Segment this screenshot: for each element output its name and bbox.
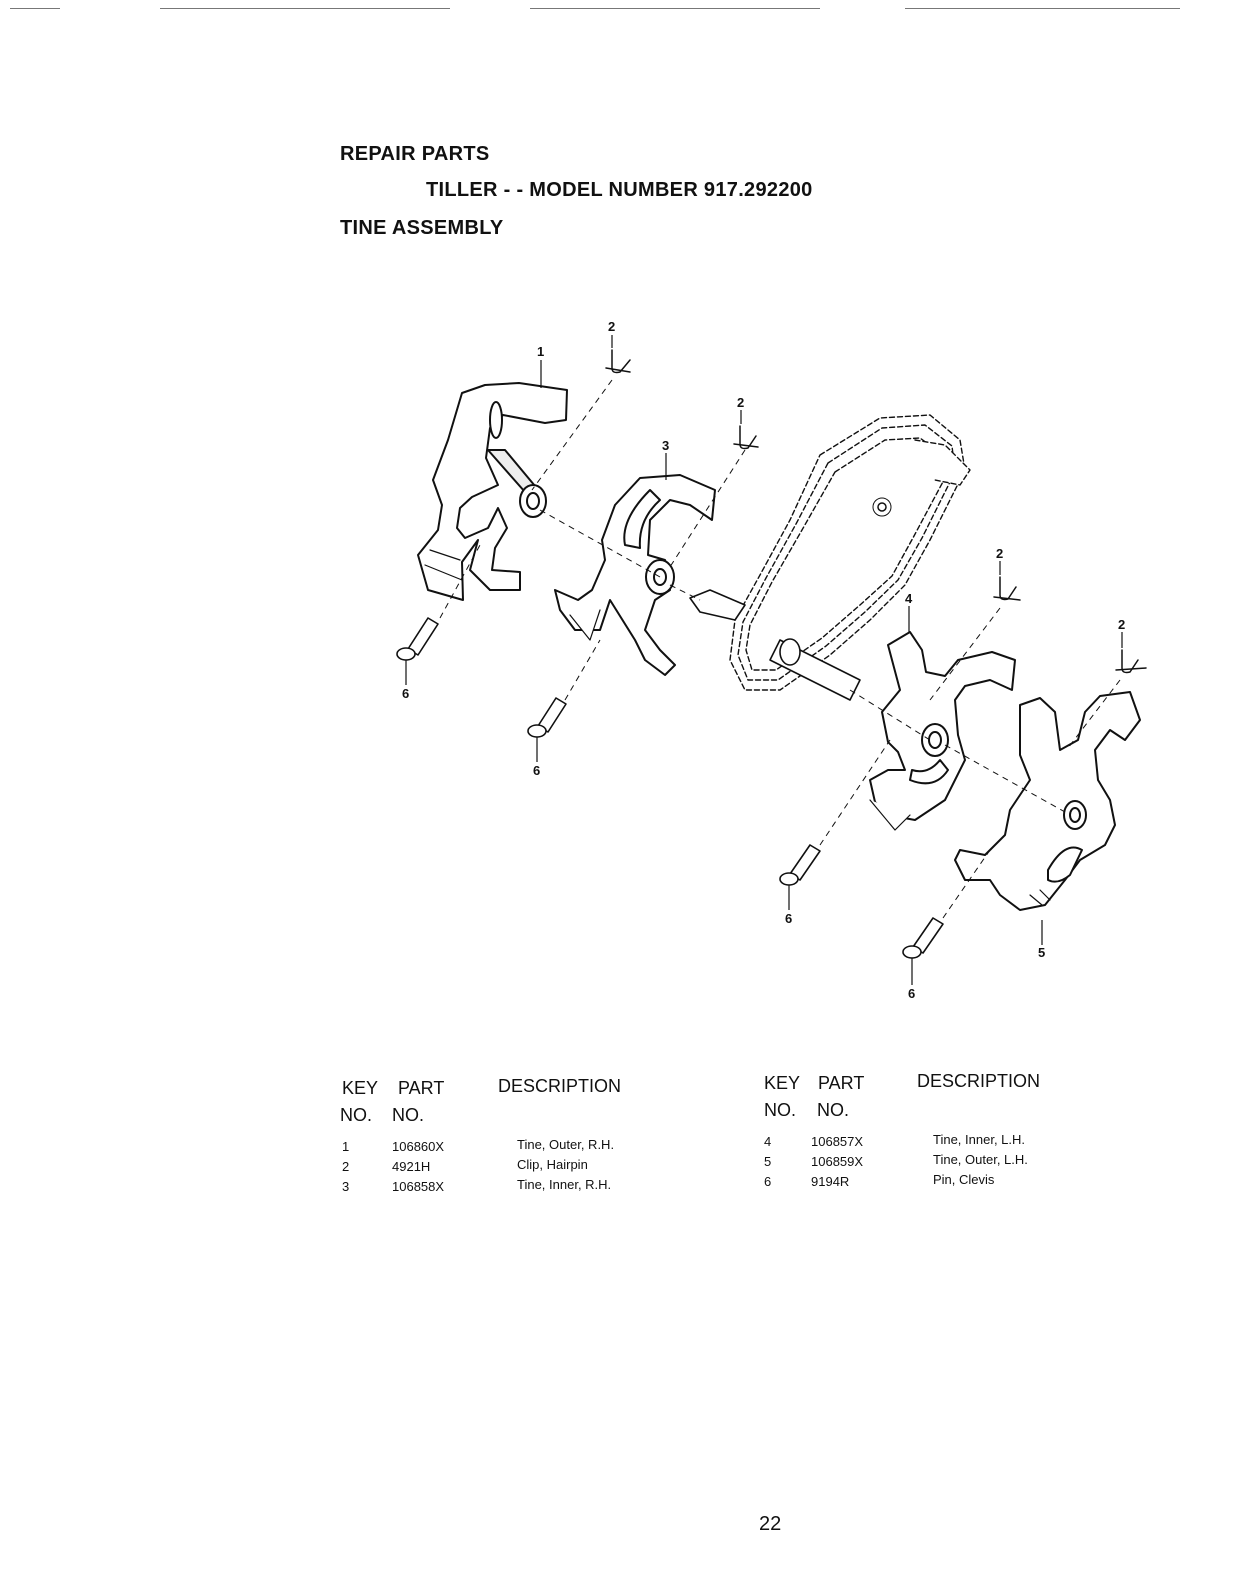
description-column-header: DESCRIPTION [917, 1071, 1041, 1091]
key-no-subheader: NO. [764, 1100, 797, 1120]
row-part-number: 106860X [392, 1139, 445, 1154]
callout-5: 5 [1038, 945, 1045, 960]
row-description: Tine, Inner, R.H. [517, 1177, 612, 1192]
row-part-number: 4921H [392, 1159, 431, 1174]
hairpin-clip-part [733, 425, 759, 450]
key-column-header: KEY [764, 1073, 801, 1093]
description-column-header: DESCRIPTION [498, 1076, 622, 1096]
model-title: TILLER - - MODEL NUMBER 917.292200 [426, 179, 813, 201]
row-key: 3 [342, 1179, 350, 1194]
key-no-subheader: NO. [340, 1105, 373, 1125]
row-key: 2 [342, 1159, 350, 1174]
assembly-guide-lines [439, 379, 1121, 919]
key-column-header: KEY [342, 1078, 379, 1098]
part-column-header: PART [818, 1073, 865, 1093]
callout-1: 1 [537, 344, 544, 359]
tine-shaft-part [689, 589, 861, 701]
page-number: 22 [759, 1513, 782, 1535]
scan-rule [530, 8, 820, 9]
part-column-header: PART [398, 1078, 445, 1098]
row-part-number: 106857X [811, 1134, 864, 1149]
scan-rule [10, 8, 60, 9]
part-no-subheader: NO. [392, 1105, 425, 1125]
row-key: 1 [342, 1139, 350, 1154]
clevis-pin-part [527, 697, 567, 738]
row-key: 5 [764, 1154, 772, 1169]
clevis-pin-part [396, 617, 439, 661]
scan-rule [160, 8, 450, 9]
callout-leaders [405, 335, 1123, 985]
inner-tine-rh-part [554, 474, 716, 676]
clevis-pin-part [779, 844, 821, 886]
outer-tine-lh-part [954, 691, 1141, 911]
row-key: 4 [764, 1134, 772, 1149]
scan-rule [905, 8, 1180, 9]
part-no-subheader: NO. [817, 1100, 850, 1120]
row-description: Clip, Hairpin [517, 1157, 588, 1172]
row-description: Pin, Clevis [933, 1172, 995, 1187]
callout-6: 6 [908, 986, 915, 1001]
hairpin-clip-part [605, 349, 631, 374]
callout-6: 6 [785, 911, 792, 926]
hairpin-clip-part [1115, 649, 1147, 674]
row-part-number: 106859X [811, 1154, 864, 1169]
callout-2: 2 [737, 395, 744, 410]
callout-2: 2 [1118, 617, 1125, 632]
callout-6: 6 [533, 763, 540, 778]
section-title: REPAIR PARTS [340, 143, 490, 165]
outer-tine-rh-part [417, 382, 568, 601]
clevis-pin-part [902, 917, 944, 959]
row-description: Tine, Outer, L.H. [933, 1152, 1028, 1167]
inner-tine-lh-part [869, 631, 1016, 831]
row-part-number: 106858X [392, 1179, 445, 1194]
row-key: 6 [764, 1174, 772, 1189]
callout-2: 2 [996, 546, 1003, 561]
callout-3: 3 [662, 438, 669, 453]
row-description: Tine, Inner, L.H. [933, 1132, 1026, 1147]
row-description: Tine, Outer, R.H. [517, 1137, 615, 1152]
callout-4: 4 [905, 591, 913, 606]
housing-bolt-hole [877, 502, 887, 512]
gearbox-housing-part [729, 414, 971, 691]
hairpin-clip-part [993, 576, 1021, 601]
assembly-title: TINE ASSEMBLY [340, 217, 504, 239]
row-part-number: 9194R [811, 1174, 850, 1189]
callout-6: 6 [402, 686, 409, 701]
callout-2: 2 [608, 319, 615, 334]
